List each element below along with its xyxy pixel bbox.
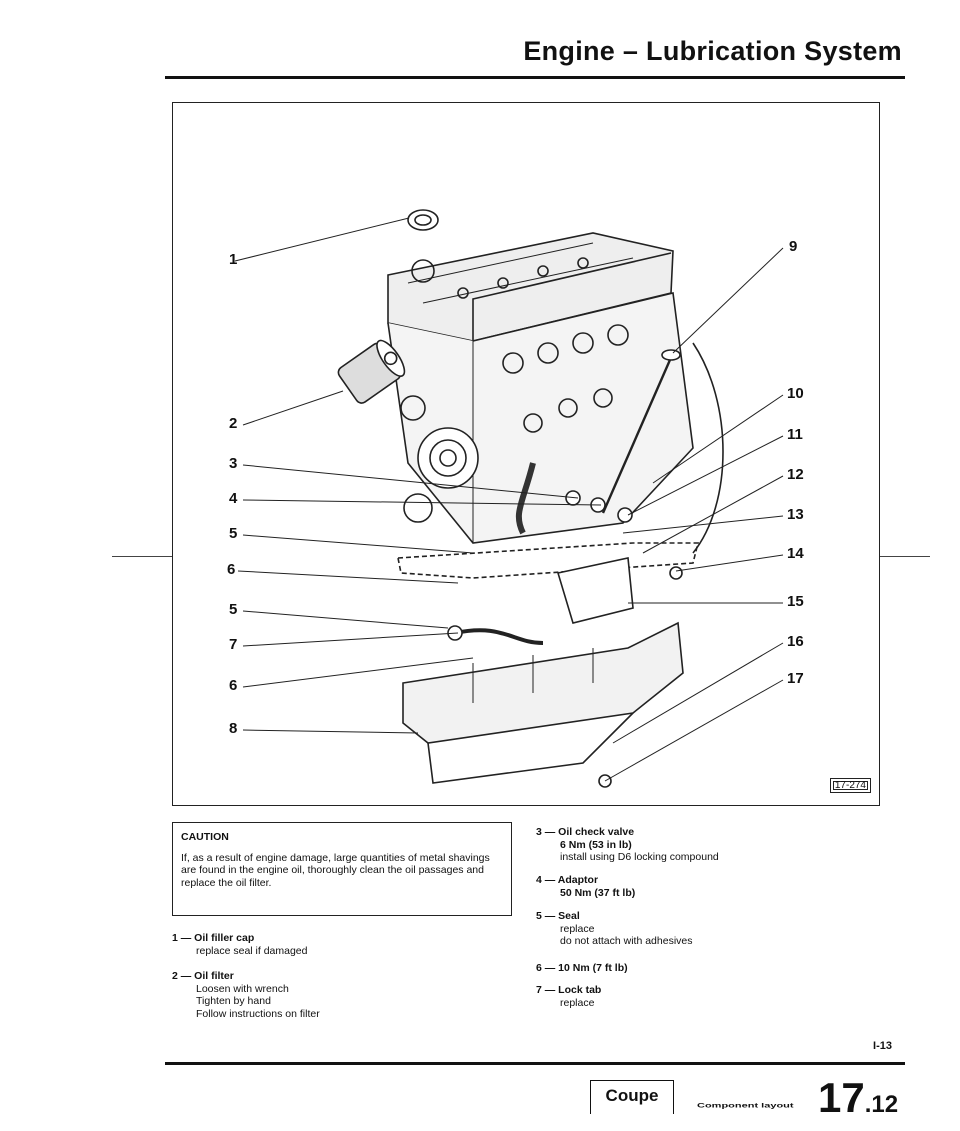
header-rule [165, 76, 905, 79]
callout-1: 1 [229, 251, 238, 268]
legend-item-title: 3 — Oil check valve [536, 826, 635, 838]
caution-box: CAUTION If, as a result of engine damage… [172, 822, 512, 916]
callout-2: 2 [229, 415, 238, 432]
legend-item-line: do not attach with adhesives [560, 935, 693, 947]
model-tab: Coupe [590, 1080, 674, 1114]
oil-filler-cap [407, 209, 439, 231]
figure-id: 17-274 [829, 778, 871, 793]
oil-filler-neck [411, 259, 435, 283]
legend-item-line: replace [560, 996, 595, 1009]
caution-text: If, as a result of engine damage, large … [181, 851, 490, 889]
callout-16: 16 [787, 633, 804, 650]
callout-7: 7 [229, 636, 238, 653]
legend-item-line: install using D6 locking compound [560, 851, 719, 863]
legend-item-title: 7 — Lock tab [536, 984, 602, 996]
pulley [417, 427, 479, 489]
section-sub: .12 [864, 1091, 899, 1118]
legend-item-title: 2 — Oil filter [172, 970, 234, 982]
legend-item-4: 4 — Adaptor 50 Nm (37 ft lb) [536, 874, 635, 899]
callout-4: 4 [229, 490, 238, 507]
section-label: Component layout [697, 1102, 794, 1110]
legend-item-6: 6 — 10 Nm (7 ft lb) [536, 962, 628, 975]
oil-pan [402, 621, 684, 744]
callout-13: 13 [787, 506, 804, 523]
legend-item-title: 1 — Oil filler cap [172, 932, 255, 944]
oil-pickup [454, 628, 544, 645]
legend-item-line: Follow instructions on filter [196, 1007, 320, 1020]
legend-item-line: 50 Nm (37 ft lb) [560, 886, 636, 899]
footer-rule [165, 1062, 905, 1065]
legend-item-7: 7 — Lock tab replace [536, 984, 601, 1009]
callout-5b: 5 [229, 601, 238, 618]
engine-diagram: 1 2 3 4 5 6 5 7 6 8 9 10 11 12 13 14 15 … [172, 102, 880, 806]
callout-8: 8 [229, 720, 238, 737]
legend-item-2: 2 — Oil filter Loosen with wrench Tighte… [172, 970, 320, 1020]
legend-item-line: Tighten by hand [196, 995, 271, 1007]
oil-filter-drawing [337, 339, 406, 404]
callout-10: 10 [787, 385, 804, 402]
callout-6b: 6 [229, 677, 238, 694]
legend-item-line: Loosen with wrench [196, 982, 289, 995]
legend-item-1: 1 — Oil filler cap replace seal if damag… [172, 932, 308, 957]
callout-15: 15 [787, 593, 804, 610]
sump-gasket [397, 542, 700, 579]
section-main: 17 [818, 1074, 865, 1121]
callout-12: 12 [787, 466, 804, 483]
legend-item-line: 6 Nm (53 in lb) [560, 838, 632, 851]
callout-5: 5 [229, 525, 238, 542]
baffle-plate [556, 557, 634, 624]
callout-3: 3 [229, 455, 238, 472]
legend-item-line: replace [560, 922, 595, 935]
callout-17: 17 [787, 670, 804, 687]
section-number: 17.12 [818, 1074, 898, 1122]
legend-item-3: 3 — Oil check valve 6 Nm (53 in lb) inst… [536, 826, 719, 864]
scan-line-left [112, 556, 172, 557]
legend-item-5: 5 — Seal replace do not attach with adhe… [536, 910, 693, 948]
dipstick [601, 352, 675, 514]
callout-6: 6 [227, 561, 236, 578]
legend-item-title: 5 — Seal [536, 910, 580, 922]
legend-item-title: 4 — Adaptor [536, 874, 599, 886]
caution-heading: CAUTION [181, 831, 229, 843]
legend-item-line: replace seal if damaged [196, 944, 308, 957]
page-number: I-13 [873, 1040, 892, 1052]
legend-item-title: 6 — 10 Nm (7 ft lb) [536, 962, 628, 974]
callout-14: 14 [787, 545, 804, 562]
scan-line-right [880, 556, 930, 557]
callout-11: 11 [787, 426, 803, 443]
page-title: Engine – Lubrication System [523, 36, 902, 66]
callout-9: 9 [789, 238, 798, 255]
engine-illustration [234, 209, 784, 788]
